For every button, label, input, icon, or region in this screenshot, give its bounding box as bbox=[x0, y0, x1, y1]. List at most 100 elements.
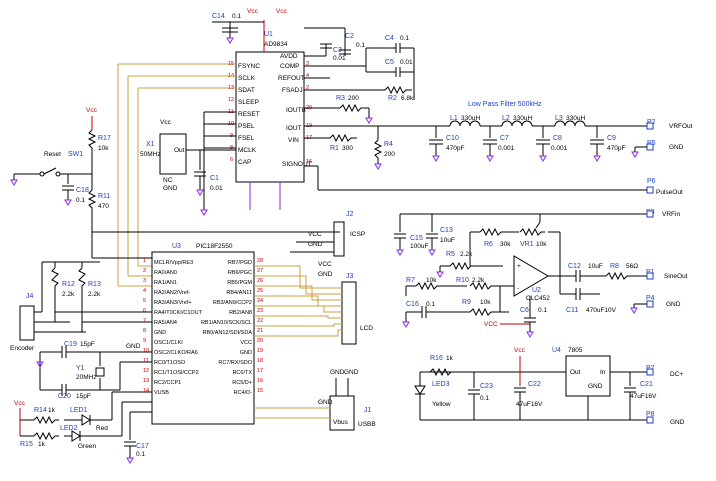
u3-pin-number: 24 bbox=[257, 298, 263, 304]
c20-val: 15pF bbox=[76, 393, 91, 400]
j3-vcc: VCC bbox=[318, 261, 332, 268]
r12-ref: R12 bbox=[62, 281, 75, 288]
c6-ref: C6 bbox=[520, 307, 529, 314]
u1-pin-fsadj: FSADJ bbox=[282, 87, 303, 94]
p5-port[interactable] bbox=[646, 143, 654, 151]
u3-pin-number: 12 bbox=[143, 368, 149, 374]
u3-pin-number: 10 bbox=[143, 348, 149, 354]
u3-pin-number: 1 bbox=[143, 258, 146, 264]
u3-part: PIC18F2550 bbox=[196, 243, 233, 250]
j1-usbb: J1 USBB GND GND GND Vbus bbox=[254, 369, 376, 431]
p8-ref: P8 bbox=[646, 411, 655, 418]
u3-pin-number: 17 bbox=[257, 368, 263, 374]
u1-pin-vin: VIN bbox=[288, 137, 299, 144]
u3-pin-name: OSC2/CLKO/RA6 bbox=[154, 350, 198, 356]
p4-label: GND bbox=[666, 301, 681, 308]
u3-pin-number: 9 bbox=[143, 338, 146, 344]
r5-ref: R5 bbox=[446, 251, 455, 258]
p8-port[interactable] bbox=[646, 416, 654, 424]
c9-ref: C9 bbox=[607, 135, 616, 142]
x1-freq: 50MHz bbox=[140, 151, 161, 158]
p4-port[interactable] bbox=[646, 300, 654, 308]
p3-label: VRFin bbox=[662, 211, 680, 218]
svg-text:4: 4 bbox=[306, 73, 309, 79]
u3-pin-name: RB4/AN11 bbox=[226, 290, 252, 296]
svg-text:6: 6 bbox=[230, 157, 233, 163]
j4-ref: J4 bbox=[26, 293, 34, 300]
u3-pin-name: RB2/AN8 bbox=[229, 310, 252, 316]
c12-ref: C12 bbox=[568, 263, 581, 270]
led3-color: Yellow bbox=[432, 401, 451, 408]
c18-ref: C18 bbox=[76, 187, 89, 194]
c21-ref: C21 bbox=[640, 381, 653, 388]
c13-val: 10uF bbox=[440, 237, 455, 244]
l2-val: 330uH bbox=[513, 115, 532, 122]
c10-val: 470pF bbox=[446, 145, 464, 152]
l3-ref: L3 bbox=[555, 115, 563, 122]
l1-ref: L1 bbox=[450, 115, 458, 122]
p6-ref: P6 bbox=[647, 178, 656, 185]
u3-pin-name: RC4/D- bbox=[234, 390, 253, 396]
c5-ref: C5 bbox=[385, 59, 394, 66]
c21-val: 47uF16V bbox=[630, 393, 657, 400]
u3-pin-number: 6 bbox=[143, 308, 146, 314]
r1-val: 300 bbox=[342, 145, 353, 152]
r14-val: 1k bbox=[48, 407, 56, 414]
u2-part: CLC452 bbox=[526, 295, 550, 302]
c4-c5: C4 0.1 C5 0.01 bbox=[304, 35, 415, 100]
u3-pin-number: 27 bbox=[257, 268, 263, 274]
u3-pin-number: 4 bbox=[143, 288, 146, 294]
j2-gnd: GND bbox=[308, 241, 323, 248]
c14-val: 0.1 bbox=[232, 13, 241, 20]
y1-ref: Y1 bbox=[76, 365, 85, 372]
u1-pin-fsel: FSEL bbox=[238, 135, 255, 142]
x1-out: Out bbox=[174, 147, 185, 154]
p2-port[interactable] bbox=[646, 122, 654, 130]
r8-val: 56Ω bbox=[626, 263, 638, 270]
p1-label: SineOut bbox=[664, 273, 688, 280]
svg-text:+: + bbox=[517, 263, 521, 270]
gnd-label-u3: GND bbox=[126, 343, 141, 350]
c15-val: 100uF bbox=[410, 243, 428, 250]
c17-val: 0.1 bbox=[136, 451, 145, 458]
r3-val: 200 bbox=[348, 95, 359, 102]
x1-nc: NC bbox=[163, 177, 173, 184]
j1-label: USBB bbox=[358, 421, 376, 428]
u1-ref: U1 bbox=[264, 31, 273, 38]
vcc-label-r17: Vcc bbox=[86, 107, 98, 114]
p1-port[interactable] bbox=[646, 272, 654, 280]
ports-right-top: P2 VRFOut P5 GND P6 PulseOut bbox=[304, 119, 693, 196]
j4-label: Encoder bbox=[10, 345, 35, 352]
u4-in: In bbox=[600, 369, 606, 376]
r10-ref: R10 bbox=[456, 277, 469, 284]
r1-ref: R1 bbox=[330, 145, 339, 152]
p3-port[interactable] bbox=[646, 210, 654, 218]
c10-ref: C10 bbox=[446, 135, 459, 142]
p6-port[interactable] bbox=[646, 186, 654, 194]
svg-text:12: 12 bbox=[228, 97, 234, 103]
lpf-title: Low Pass Filter 500kHz bbox=[468, 101, 542, 108]
r16-val: 1k bbox=[446, 355, 454, 362]
u4-ref: U4 bbox=[552, 347, 561, 354]
x1-ref: X1 bbox=[146, 141, 155, 148]
c17-ref: C17 bbox=[136, 443, 149, 450]
x1-oscillator: X1 Vcc Out 50MHz NC GND C1 0.01 bbox=[140, 111, 236, 216]
u1-pin-avdd: AVDD bbox=[280, 53, 298, 60]
r15-val: 1k bbox=[38, 441, 46, 448]
p6-label: PulseOut bbox=[656, 189, 683, 196]
u1-part: AD9834 bbox=[264, 41, 288, 48]
u1-pin-refout: REFOUT bbox=[278, 75, 305, 82]
c9-val: 470pF bbox=[607, 145, 625, 152]
vcc-net-u2: VCC bbox=[484, 321, 498, 328]
vcc-label-c14: Vcc bbox=[247, 8, 259, 15]
l1-val: 330uH bbox=[461, 115, 480, 122]
j2-ref: J2 bbox=[346, 211, 354, 218]
u2-opamp-section: P3 VRFin C15 100uF C13 10uF VR1 10k R6 3… bbox=[394, 209, 688, 338]
c20-ref: C20 bbox=[58, 393, 71, 400]
p7-port[interactable] bbox=[646, 368, 654, 376]
led1-ref: LED1 bbox=[70, 407, 88, 414]
u2-ref: U2 bbox=[532, 287, 541, 294]
j1-vbus: Vbus bbox=[333, 419, 349, 426]
u3-pin-name: RA2/AN2/Vref- bbox=[154, 290, 190, 296]
c2-ref: C2 bbox=[345, 33, 354, 40]
